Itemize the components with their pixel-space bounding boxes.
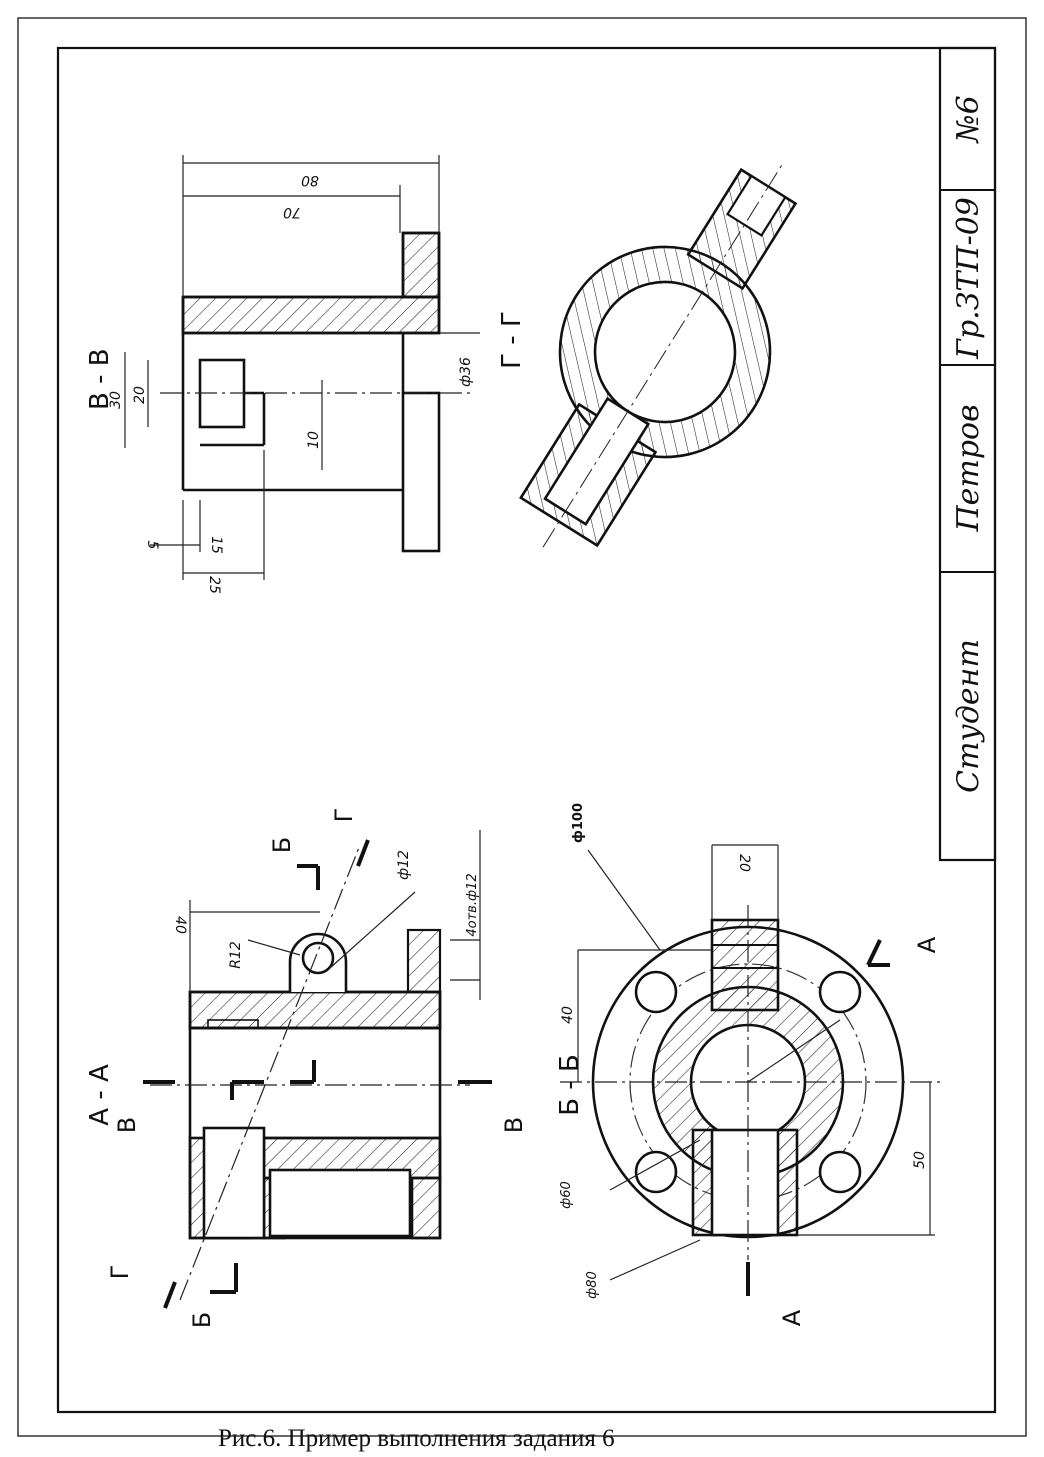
section-aa-title: А - А bbox=[85, 1064, 115, 1126]
dim-vv-20: 20 bbox=[132, 386, 148, 404]
section-aa-dims bbox=[150, 830, 481, 1301]
cut-label-g-top: Г bbox=[330, 808, 358, 823]
figure-caption: Рис.6. Пример выполнения задания 6 bbox=[218, 1425, 615, 1452]
cut-label-v-right: В bbox=[500, 1117, 528, 1133]
dim-bb-phi60: ф60 bbox=[559, 1181, 574, 1209]
dim-bb-20: 20 bbox=[736, 854, 752, 872]
dim-vv-phi36: ф36 bbox=[458, 357, 474, 387]
section-aa-view bbox=[188, 928, 442, 1240]
cut-label-g-bottom: Г bbox=[106, 1265, 134, 1280]
dim-vv-30: 30 bbox=[108, 391, 124, 409]
dim-vv-15: 15 bbox=[208, 536, 224, 554]
title-number: №6 bbox=[951, 95, 986, 144]
dim-vv-10: 10 bbox=[306, 431, 322, 449]
section-bb-title: Б - Б bbox=[555, 1054, 585, 1116]
title-name: Петров bbox=[951, 404, 986, 532]
title-student: Студент bbox=[951, 639, 986, 793]
cut-label-b-top: Б bbox=[268, 837, 296, 853]
outer-frame bbox=[17, 17, 1027, 1437]
dim-vv-25: 25 bbox=[206, 576, 222, 594]
dim-bb-40: 40 bbox=[560, 1006, 576, 1024]
section-gg-title: Г - Г bbox=[497, 311, 527, 369]
section-bb-dims bbox=[560, 844, 940, 1281]
dim-vv-70: 70 bbox=[283, 204, 301, 220]
cut-label-a-top: А bbox=[913, 936, 941, 953]
dim-aa-r12: R12 bbox=[228, 941, 244, 969]
section-vv-view bbox=[181, 231, 441, 553]
section-gg-view bbox=[519, 165, 798, 548]
section-aa-cut-marks bbox=[143, 839, 492, 1309]
dim-vv-5: 5 bbox=[144, 541, 160, 550]
dim-aa-holes: 4отв.ф12 bbox=[465, 873, 480, 936]
dim-aa-phi12: ф12 bbox=[396, 850, 412, 880]
dim-bb-phi100: ф100 bbox=[571, 803, 586, 843]
dim-bb-50: 50 bbox=[912, 1151, 928, 1169]
cut-label-a-bottom: А bbox=[778, 1309, 806, 1326]
cut-label-b-bottom: Б bbox=[188, 1312, 216, 1328]
section-bb-cut-marks bbox=[746, 939, 890, 1296]
section-vv-title: В - В bbox=[85, 348, 115, 410]
dim-aa-40: 40 bbox=[172, 916, 188, 934]
cut-label-v-left: В bbox=[113, 1117, 141, 1133]
dim-vv-80: 80 bbox=[301, 172, 319, 188]
title-block: №6 Гр.ЗТП-09 Петров Студент bbox=[938, 46, 997, 862]
title-group: Гр.ЗТП-09 bbox=[951, 197, 986, 360]
section-vv-dims bbox=[124, 155, 480, 580]
dim-bb-phi80: ф80 bbox=[585, 1271, 600, 1299]
